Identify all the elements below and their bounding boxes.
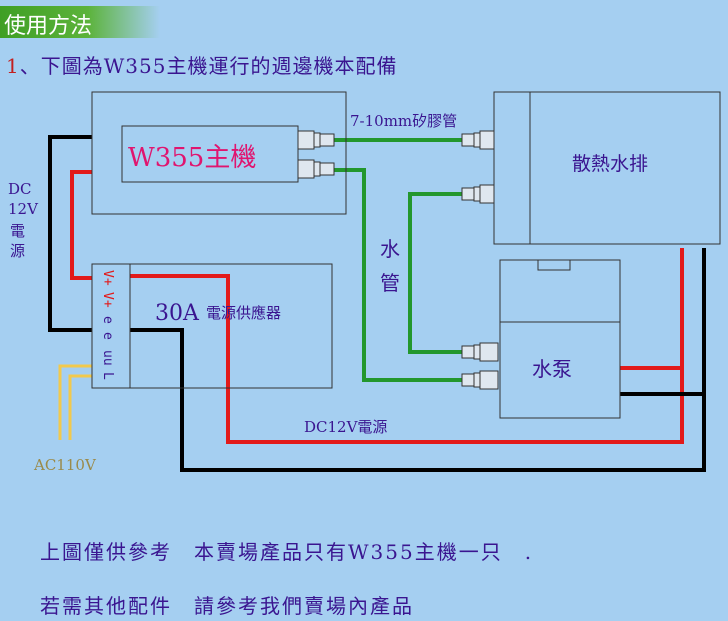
main-unit-fittings: [297, 130, 335, 179]
dc-side-label-2: 12V: [8, 200, 39, 218]
psu-terminal-e1: e: [100, 316, 115, 324]
main-unit-label: W355主機: [128, 143, 256, 173]
black-wire-main: [48, 135, 92, 332]
radiator-label: 散熱水排: [572, 153, 648, 175]
main-unit-panel: [121, 125, 299, 183]
intro-line: 1、下圖為W355主機運行的週邊機本配備: [6, 50, 397, 79]
ac-cable-2: [68, 374, 92, 440]
psu-name-label: 電源供應器: [206, 304, 281, 322]
red-wire-dc: [130, 248, 684, 444]
note-line-2: 若需其他配件 請參考我們賣場內產品: [40, 594, 414, 618]
intro-text: 、下圖為W355主機運行的週邊機本配備: [19, 54, 398, 78]
dc-side-label-1: DC: [8, 180, 32, 198]
psu-terminal-v1: V+: [100, 270, 115, 286]
page-title: 使用方法: [4, 14, 93, 39]
water-pipe-label-2: 管: [380, 271, 400, 295]
intro-number: 1: [6, 54, 20, 78]
pump-cap: [537, 259, 571, 271]
dc-side-label-4: 源: [10, 242, 25, 260]
dc-line-label: DC12V電源: [304, 418, 387, 436]
black-wire-dc: [130, 248, 706, 472]
ac-label: AC110V: [33, 456, 97, 474]
pump-label: 水泵: [532, 357, 572, 381]
pump-box: [499, 259, 621, 419]
radiator-fittings: [461, 130, 495, 204]
psu-box: [91, 263, 333, 389]
psu-amps-label: 30A: [155, 301, 200, 326]
psu-terminal-n: uu: [100, 350, 115, 366]
psu-terminal-v2: V+: [100, 292, 115, 308]
header-bar: [0, 6, 160, 38]
water-pipe-label-1: 水: [380, 237, 400, 261]
red-wire-main: [70, 170, 92, 280]
green-tube-pump-low: [334, 168, 462, 382]
psu-terminal-e2: e: [100, 332, 115, 340]
dc-side-label-3: 電: [10, 222, 25, 240]
psu-terminal-l: L: [100, 372, 115, 380]
pump-fittings: [461, 342, 499, 390]
note-line-1: 上圖僅供參考 本賣場產品只有W355主機一只 .: [40, 540, 534, 564]
ac-cable-1: [58, 364, 92, 440]
green-tube-pump-high: [408, 192, 462, 354]
radiator-box: [493, 91, 721, 245]
tube-label: 7-10mm矽膠管: [350, 112, 457, 130]
main-unit-outer: [91, 91, 347, 215]
